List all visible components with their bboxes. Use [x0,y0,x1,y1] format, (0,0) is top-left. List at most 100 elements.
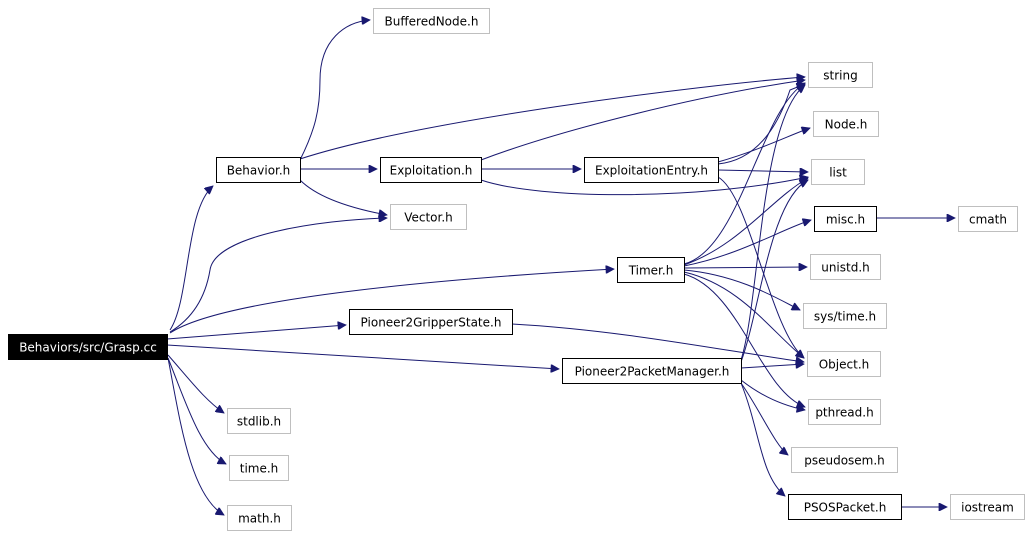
node-vector: Vector.h [390,204,467,230]
node-stdlib: stdlib.h [227,408,291,434]
edge-expentry-to-string [717,84,805,165]
node-list: list [811,159,865,185]
edge-timer-to-string [683,83,805,265]
node-label: list [829,166,847,180]
edge-expentry-to-node [717,128,810,163]
node-box [349,309,513,335]
dependency-nodes: Behaviors/src/Grasp.cc Behavior.h Buffered… [8,8,1025,531]
node-timer[interactable]: Timer.h [617,257,685,283]
node-label: Behaviors/src/Grasp.cc [19,341,157,355]
node-pseudosem: pseudosem.h [791,447,898,473]
node-label: Behavior.h [227,164,291,178]
node-behavior[interactable]: Behavior.h [216,157,301,183]
node-label: Pioneer2GripperState.h [361,316,502,330]
edge-grasp-to-time [167,357,226,465]
node-box [380,157,482,183]
node-box [808,62,873,88]
node-label: cmath [969,213,1007,227]
node-box [788,494,902,520]
node-box [958,206,1018,232]
edge-grasp-to-stdlib [167,354,224,413]
edge-expentry-to-object [717,176,804,358]
edge-grasp-to-behavior [169,186,213,331]
node-box [810,254,881,280]
node-psospacket[interactable]: PSOSPacket.h [788,494,902,520]
dependency-edges [166,20,955,515]
node-label: BufferedNode.h [385,15,479,29]
edge-timer-to-pthread [683,273,805,407]
node-box [814,206,877,232]
node-time: time.h [229,455,289,481]
edge-grasp-to-timer [169,269,614,334]
node-box [811,159,865,185]
node-box [584,157,719,183]
edge-behavior-to-buffered [299,20,370,161]
node-gripper[interactable]: Pioneer2GripperState.h [349,309,513,335]
edge-grasp-to-math [167,357,224,515]
node-expentry[interactable]: ExploitationEntry.h [584,157,719,183]
edge-packetmgr-to-psospacket [740,382,785,496]
node-label: ExploitationEntry.h [595,164,708,178]
node-box [562,358,742,384]
edge-exploitation-to-list [480,177,808,196]
node-label: pthread.h [815,406,873,420]
edge-grasp-to-vector [169,218,387,333]
node-box [227,408,291,434]
node-box [216,157,301,183]
node-packetmgr[interactable]: Pioneer2PacketManager.h [562,358,742,384]
edge-behavior-to-vector [299,179,387,215]
node-label: iostream [961,501,1014,515]
edge-packetmgr-to-pseudosem [740,382,788,455]
node-label: Pioneer2PacketManager.h [575,365,730,379]
node-box [808,399,881,425]
node-label: pseudosem.h [804,454,885,468]
edge-packetmgr-to-object [740,364,804,368]
node-node: Node.h [813,111,879,137]
node-box [807,351,881,377]
node-cmath: cmath [958,206,1018,232]
node-label: Node.h [825,118,868,132]
node-box [791,447,898,473]
edge-grasp-to-gripper [166,325,346,340]
node-string: string [808,62,873,88]
node-box [373,8,490,34]
edge-timer-to-systime [683,269,800,311]
node-label: PSOSPacket.h [804,501,887,515]
node-box [229,455,289,481]
edge-expentry-to-list [717,170,808,172]
edge-packetmgr-to-pthread [740,379,805,410]
edge-timer-to-list [683,178,808,266]
node-label: unistd.h [821,261,870,275]
edge-grasp-to-packetmgr [166,344,559,369]
node-label: time.h [240,462,279,476]
edge-packetmgr-to-list [740,179,808,363]
node-label: Vector.h [404,211,453,225]
node-box [950,494,1025,520]
node-label: Object.h [819,358,870,372]
node-exploitation[interactable]: Exploitation.h [380,157,482,183]
node-box [617,257,685,283]
edge-timer-to-misc [683,220,811,267]
node-label: misc.h [826,213,865,227]
node-misc[interactable]: misc.h [814,206,877,232]
node-box [8,334,168,360]
node-systime: sys/time.h [803,303,887,329]
node-label: stdlib.h [237,415,281,429]
node-pthread: pthread.h [808,399,881,425]
edge-gripper-to-object [511,323,804,362]
edge-timer-to-unistd [683,267,807,268]
edge-exploitation-to-string [480,80,805,161]
node-box [813,111,879,137]
edge-packetmgr-to-string [740,85,805,361]
node-grasp[interactable]: Behaviors/src/Grasp.cc [8,334,168,360]
node-label: Timer.h [628,264,674,278]
node-iostream: iostream [950,494,1025,520]
node-box [390,204,467,230]
node-label: math.h [238,512,281,526]
node-label: Exploitation.h [390,164,473,178]
edge-timer-to-object [683,271,804,358]
node-buffered: BufferedNode.h [373,8,490,34]
edge-behavior-to-string [299,77,805,160]
node-object: Object.h [807,351,881,377]
